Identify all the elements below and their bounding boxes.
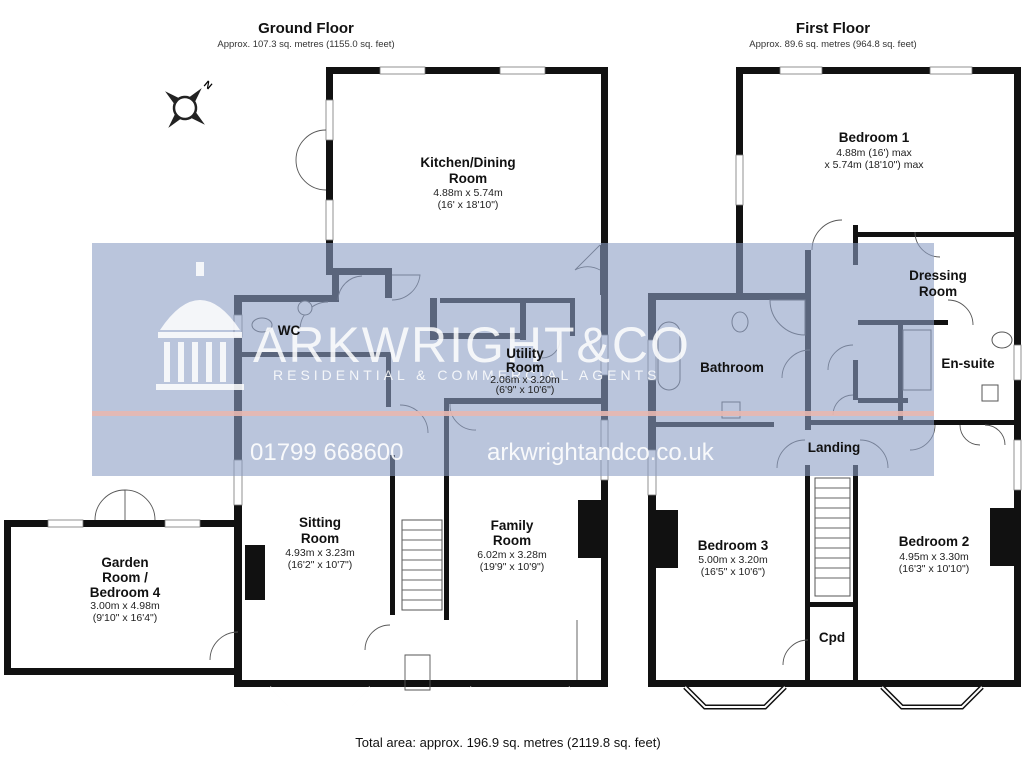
room-dimensions: 4.93m x 3.23m bbox=[285, 547, 355, 559]
room-dimensions: (16'3" x 10'10") bbox=[899, 563, 969, 575]
room-name: Kitchen/Dining bbox=[420, 155, 515, 170]
first-floor-area: Approx. 89.6 sq. metres (964.8 sq. feet) bbox=[749, 39, 916, 50]
room-bedroom-1: Bedroom 1 4.88m (16') max x 5.74m (18'10… bbox=[824, 130, 924, 171]
watermark: ARKWRIGHT&CO RESIDENTIAL & COMMERCIAL AG… bbox=[92, 243, 934, 476]
watermark-divider bbox=[92, 411, 934, 416]
room-name: Room bbox=[506, 360, 544, 375]
room-kitchen: Kitchen/Dining Room 4.88m x 5.74m (16' x… bbox=[420, 155, 515, 211]
first-floor-title: First Floor bbox=[796, 20, 870, 37]
watermark-band bbox=[92, 243, 934, 476]
room-dimensions: (16'2" x 10'7") bbox=[288, 559, 353, 571]
room-ensuite: En-suite bbox=[941, 356, 995, 371]
room-dimensions: 4.88m x 5.74m bbox=[433, 187, 503, 199]
ground-floor-area: Approx. 107.3 sq. metres (1155.0 sq. fee… bbox=[217, 39, 394, 50]
room-dressing: Dressing Room bbox=[909, 268, 967, 299]
room-name: Sitting bbox=[299, 515, 341, 530]
ground-stairs-icon bbox=[401, 519, 443, 611]
room-utility: Utility Room 2.06m x 3.20m (6'9" x 10'6"… bbox=[490, 346, 560, 396]
room-dimensions: 5.00m x 3.20m bbox=[698, 554, 768, 566]
room-name: Landing bbox=[808, 440, 861, 455]
room-name: Bathroom bbox=[700, 360, 764, 375]
room-name: Dressing bbox=[909, 268, 967, 283]
room-name: WC bbox=[278, 323, 301, 338]
room-bathroom: Bathroom bbox=[700, 360, 764, 375]
room-bedroom-3: Bedroom 3 5.00m x 3.20m (16'5" x 10'6") bbox=[698, 538, 769, 578]
watermark-tagline: RESIDENTIAL & COMMERCIAL AGENTS bbox=[273, 367, 660, 383]
room-cpd: Cpd bbox=[819, 630, 845, 645]
ground-floor-title: Ground Floor bbox=[258, 20, 354, 37]
watermark-phone: 01799 668600 bbox=[250, 439, 404, 466]
room-dimensions: (16'5" x 10'6") bbox=[701, 566, 766, 578]
room-name: Room bbox=[449, 171, 487, 186]
watermark-brand: ARKWRIGHT&CO bbox=[253, 317, 691, 373]
ensuite-toilet-icon bbox=[991, 331, 1013, 349]
room-dimensions: 6.02m x 3.28m bbox=[477, 549, 547, 561]
room-name: Cpd bbox=[819, 630, 845, 645]
room-name: Bedroom 1 bbox=[839, 130, 910, 145]
first-stairs-icon bbox=[814, 477, 851, 597]
room-name: Bedroom 4 bbox=[90, 585, 161, 600]
room-dimensions: x 5.74m (18'10") max bbox=[824, 159, 924, 171]
room-landing: Landing bbox=[808, 440, 861, 455]
room-bedroom-2: Bedroom 2 4.95m x 3.30m (16'3" x 10'10") bbox=[899, 534, 970, 575]
room-name: Room bbox=[301, 531, 339, 546]
room-garden: Garden Room / Bedroom 4 3.00m x 4.98m (9… bbox=[90, 555, 161, 624]
room-dimensions: (19'9" x 10'9") bbox=[480, 561, 545, 573]
compass-icon bbox=[165, 88, 205, 128]
total-area: Total area: approx. 196.9 sq. metres (21… bbox=[355, 735, 660, 750]
room-name: Room bbox=[493, 533, 531, 548]
room-dimensions: 2.06m x 3.20m bbox=[490, 374, 560, 386]
room-dimensions: 4.95m x 3.30m bbox=[899, 551, 969, 563]
room-dimensions: (16' x 18'10") bbox=[438, 199, 499, 211]
room-name: En-suite bbox=[941, 356, 995, 371]
room-name: Bedroom 2 bbox=[899, 534, 970, 549]
room-name: Family bbox=[491, 518, 534, 533]
room-name: Room / bbox=[102, 570, 148, 585]
room-sitting: Sitting Room 4.93m x 3.23m (16'2" x 10'7… bbox=[285, 515, 355, 571]
room-name: Bedroom 3 bbox=[698, 538, 769, 553]
room-family: Family Room 6.02m x 3.28m (19'9" x 10'9"… bbox=[477, 518, 547, 573]
watermark-website: arkwrightandco.co.uk bbox=[487, 439, 715, 466]
compass-north-label: N bbox=[201, 79, 214, 92]
room-wc: WC bbox=[278, 323, 301, 338]
room-dimensions: (9'10" x 16'4") bbox=[93, 612, 158, 624]
room-dimensions: (6'9" x 10'6") bbox=[496, 384, 555, 396]
room-name: Utility bbox=[506, 346, 544, 361]
room-dimensions: 3.00m x 4.98m bbox=[90, 600, 160, 612]
room-name: Room bbox=[919, 284, 957, 299]
room-name: Garden bbox=[101, 555, 148, 570]
watermark-logo-icon bbox=[156, 262, 244, 390]
ensuite-basin-icon bbox=[981, 384, 999, 402]
room-dimensions: 4.88m (16') max bbox=[836, 147, 912, 159]
